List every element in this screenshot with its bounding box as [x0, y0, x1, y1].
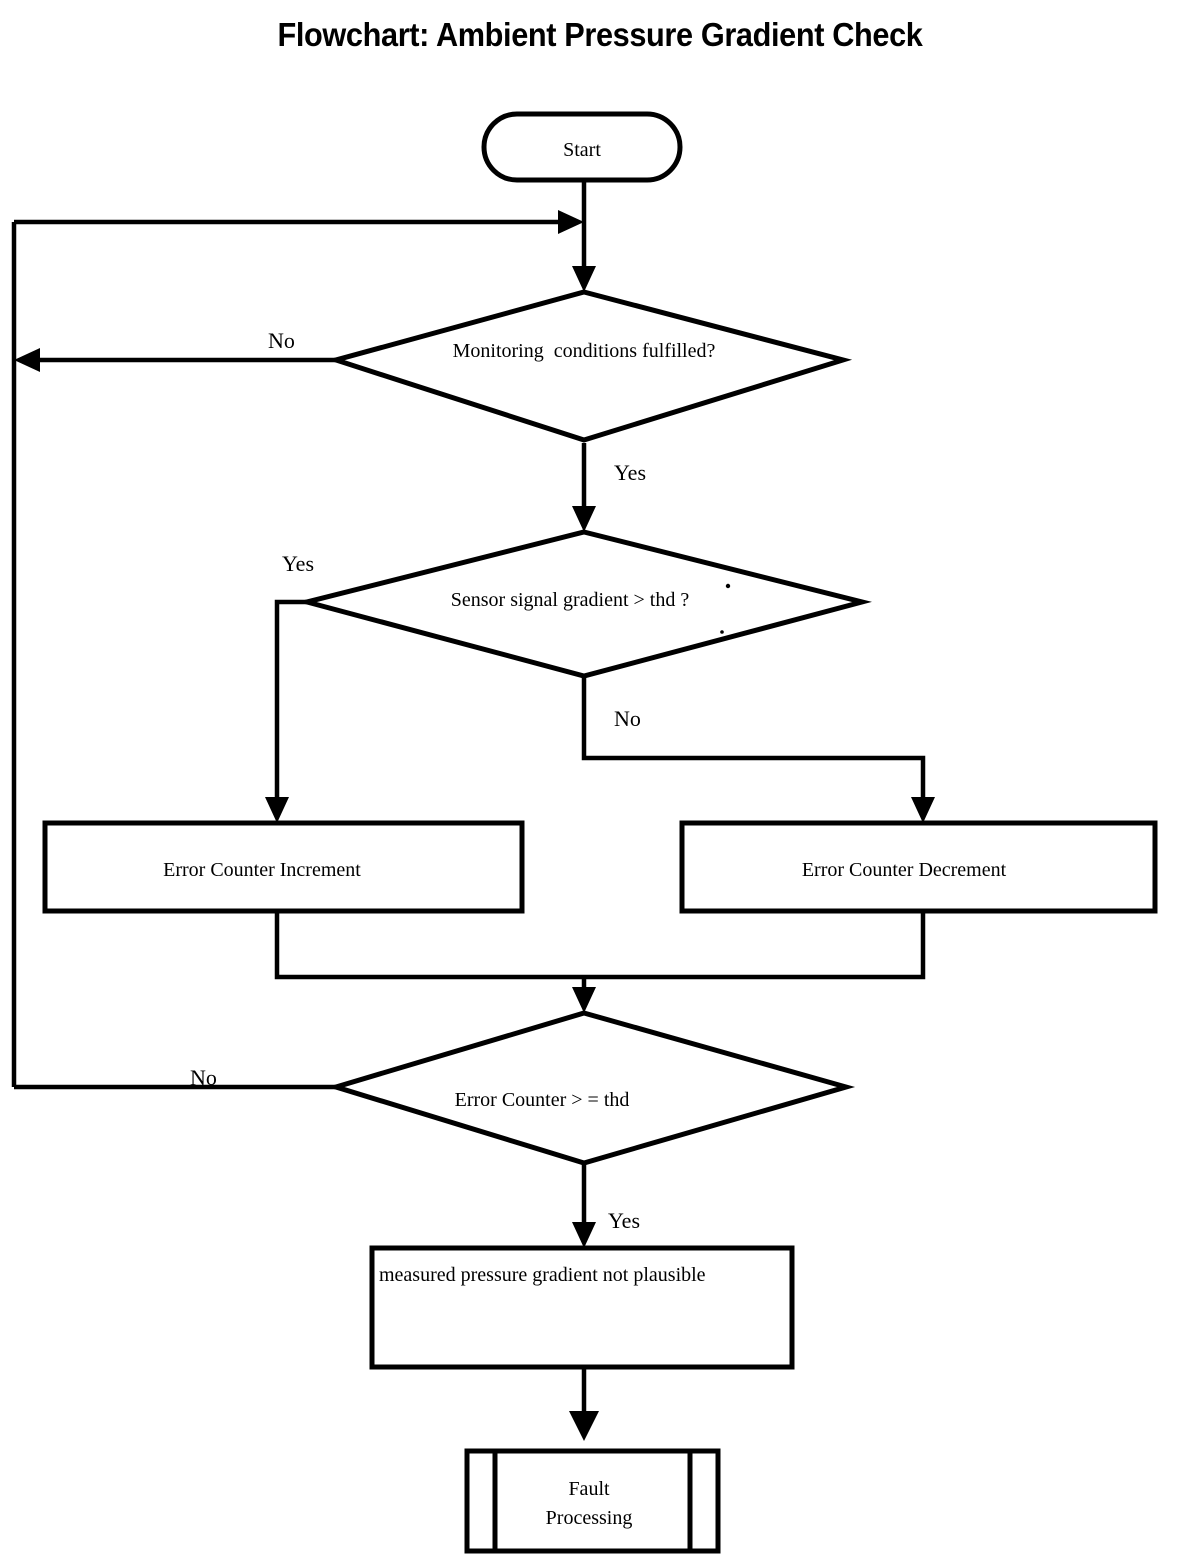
node-start[interactable]: Start	[481, 111, 683, 183]
edge-loopback-return-top	[14, 210, 584, 234]
node-sensor-gradient-label: Sensor signal gradient > thd ?	[451, 589, 690, 611]
edge-label-counter-yes: Yes	[608, 1208, 640, 1233]
page-title: Flowchart: Ambient Pressure Gradient Che…	[277, 16, 923, 53]
node-monitoring-conditions-label: Monitoring conditions fulfilled?	[453, 340, 716, 362]
edge-label-condition-yes: Yes	[614, 460, 646, 485]
node-error-counter-threshold[interactable]: Error Counter > = thd	[327, 1010, 856, 1166]
node-not-plausible[interactable]: measured pressure gradient not plausible	[369, 1245, 795, 1370]
edge-notplausible-to-fault	[569, 1367, 599, 1441]
edge-label-gradient-yes: Yes	[282, 551, 314, 576]
edge-gradient-no	[581, 676, 935, 823]
node-not-plausible-label: measured pressure gradient not plausible	[379, 1264, 706, 1286]
node-error-counter-threshold-label: Error Counter > = thd	[455, 1089, 630, 1111]
node-start-label: Start	[563, 139, 601, 161]
ink-speck-lower	[720, 630, 724, 634]
node-error-counter-increment-label: Error Counter Increment	[163, 859, 361, 881]
node-fault-processing[interactable]: Fault Processing	[464, 1448, 721, 1554]
node-fault-processing-label-line1: Fault	[568, 1478, 610, 1500]
node-error-counter-decrement-label: Error Counter Decrement	[802, 859, 1007, 881]
node-error-counter-decrement[interactable]: Error Counter Decrement	[679, 820, 1158, 914]
node-fault-processing-label-line2: Processing	[546, 1507, 633, 1529]
node-monitoring-conditions[interactable]: Monitoring conditions fulfilled?	[327, 289, 853, 443]
edge-label-gradient-no: No	[614, 706, 641, 731]
edge-start-to-condition	[572, 180, 596, 292]
node-error-counter-increment[interactable]: Error Counter Increment	[42, 820, 525, 914]
edge-label-counter-no: No	[190, 1065, 217, 1090]
edge-gradient-yes	[265, 599, 307, 823]
edge-labels-layer: No Yes Yes No No Yes	[190, 328, 646, 1233]
edge-counter-yes	[572, 1163, 596, 1248]
edge-merge-to-counter	[274, 911, 926, 1013]
node-sensor-gradient[interactable]: Sensor signal gradient > thd ?	[297, 529, 872, 679]
ink-speck-upper	[725, 583, 731, 589]
edge-condition-no	[14, 348, 336, 372]
connectors-layer	[11, 180, 935, 1441]
edge-condition-yes	[572, 443, 596, 532]
edge-label-condition-no: No	[268, 328, 295, 353]
